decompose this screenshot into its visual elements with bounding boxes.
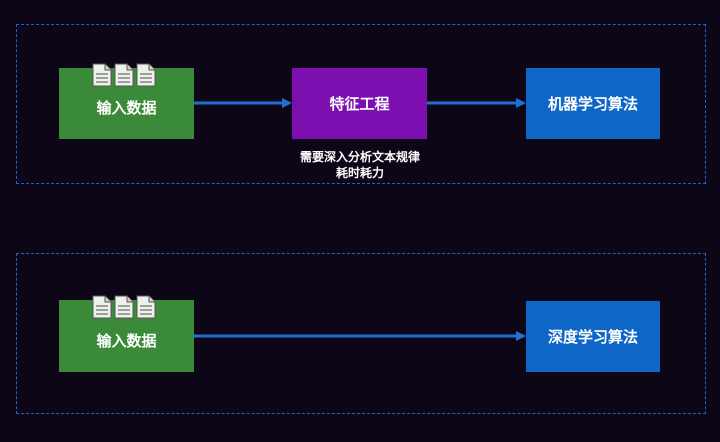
deep-learning-box: 深度学习算法 [526, 301, 660, 372]
document-icon [92, 295, 112, 319]
feature-engineering-label: 特征工程 [329, 95, 390, 113]
input-data-label: 输入数据 [96, 331, 157, 350]
feature-note-line1: 需要深入分析文本规律 [299, 150, 420, 164]
input-data-label: 输入数据 [96, 99, 157, 117]
feature-note-line2: 耗时耗力 [335, 166, 384, 180]
deep-learning-label: 深度学习算法 [547, 328, 638, 346]
document-icon [136, 295, 156, 319]
document-icon [114, 63, 134, 87]
feature-engineering-box: 特征工程 [292, 68, 427, 139]
document-icons [92, 295, 156, 319]
document-icon [136, 63, 156, 87]
deep-learning-panel [16, 253, 706, 414]
traditional-ml-panel [16, 24, 706, 184]
machine-learning-label: 机器学习算法 [547, 95, 638, 113]
document-icon [114, 295, 134, 319]
document-icons [92, 63, 156, 87]
document-icon [92, 63, 112, 87]
machine-learning-box: 机器学习算法 [526, 68, 660, 139]
